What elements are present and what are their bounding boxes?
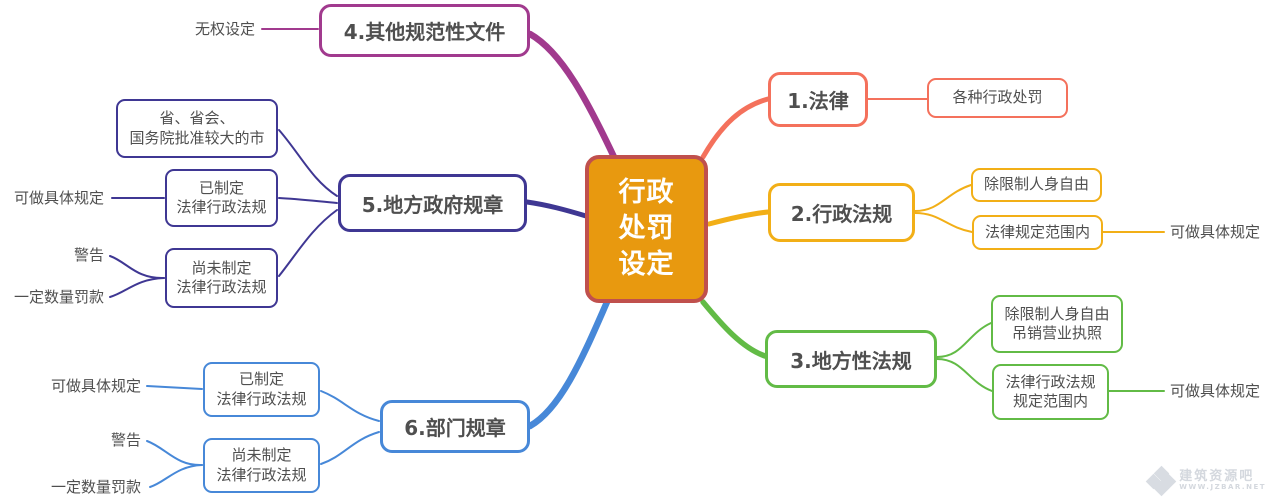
node-label-line: 法律行政法规	[176, 198, 267, 216]
connector-dept-rules-child1	[320, 390, 380, 422]
node-law: 1.法律	[768, 72, 868, 127]
connector-admin-reg-child2	[914, 212, 973, 233]
node-label: 3.地方性法规	[790, 348, 912, 373]
node-local-gov-child-enacted: 已制定 法律行政法规	[165, 169, 278, 227]
label-dept-warning: 警告	[110, 431, 141, 449]
branch-line-local-gov-rules	[524, 199, 589, 219]
watermark-site-name: 建筑资源吧	[1179, 469, 1255, 484]
node-local-reg-child-scope: 法律行政法规 规定范围内	[992, 364, 1109, 420]
node-label-line: 尚未制定	[191, 258, 252, 277]
node-label: 5.地方政府规章	[361, 192, 504, 217]
connector-dept-rules-child2	[320, 431, 380, 465]
node-label-line: 除限制人身自由	[1004, 304, 1110, 323]
node-admin-reg-child-freedom: 除限制人身自由	[971, 168, 1102, 202]
node-label-line: 法律行政法规	[176, 278, 267, 296]
connector-local-reg-child1	[936, 322, 992, 358]
node-label-line: 法律行政法规	[216, 389, 307, 408]
center-topic-node: 行政 处罚 设定	[585, 155, 708, 303]
node-label: 各种行政处罚	[952, 88, 1043, 107]
connector-dept-rules-child1-note	[146, 385, 203, 390]
connector-local-gov-child3-note2	[109, 277, 165, 298]
node-label-line: 法律行政法规	[216, 465, 307, 484]
node-dept-child-enacted: 已制定 法律行政法规	[203, 362, 320, 417]
node-local-reg-child-freedom-license: 除限制人身自由 吊销营业执照	[991, 295, 1123, 353]
node-local-gov-child-cities: 省、省会、 国务院批准较大的市	[116, 99, 278, 158]
branch-line-admin-regulation	[706, 209, 771, 227]
label-dept-fine: 一定数量罚款	[50, 478, 141, 496]
node-label-line: 吊销营业执照	[1011, 324, 1102, 342]
connector-local-reg-child2	[936, 358, 993, 392]
connector-local-gov-child2	[278, 197, 338, 204]
connector-local-gov-child3	[278, 209, 338, 277]
node-local-gov-child-not-enacted: 尚未制定 法律行政法规	[165, 248, 278, 308]
connector-dept-rules-child2-note2	[149, 464, 203, 488]
node-label: 4.其他规范性文件	[343, 20, 506, 44]
node-admin-reg-child-scope: 法律规定范围内	[972, 215, 1103, 250]
label-local-gov-specific: 可做具体规定	[13, 189, 104, 207]
node-admin-regulation: 2.行政法规	[768, 183, 915, 242]
label-local-gov-warning: 警告	[73, 246, 104, 264]
label-local-reg-note: 可做具体规定	[1170, 382, 1261, 400]
node-label-line: 已制定	[198, 178, 244, 197]
node-law-child-various-penalties: 各种行政处罚	[927, 78, 1068, 118]
branch-line-law	[700, 96, 771, 160]
node-label-line: 规定范围内	[1012, 392, 1088, 410]
label-other-doc-note: 无权设定	[194, 20, 255, 38]
node-law-label: 1.法律	[787, 89, 849, 113]
connector-local-gov-child1	[278, 129, 338, 197]
node-local-gov-rules: 5.地方政府规章	[338, 174, 527, 232]
node-label: 法律规定范围内	[984, 222, 1090, 241]
label-admin-reg-note: 可做具体规定	[1170, 223, 1261, 241]
center-topic-line: 设定	[618, 248, 675, 280]
watermark-site-url: WWW.JZBAR.NET	[1179, 483, 1266, 492]
site-watermark: 建筑资源吧 WWW.JZBAR.NET	[1145, 465, 1266, 497]
watermark-diamond-logo-icon	[1145, 465, 1177, 497]
label-dept-specific: 可做具体规定	[50, 377, 141, 395]
node-label-line: 省、省会、	[159, 109, 235, 127]
node-label-line: 国务院批准较大的市	[129, 128, 265, 147]
connector-dept-rules-child2-note1	[146, 440, 203, 467]
watermark-text: 建筑资源吧 WWW.JZBAR.NET	[1179, 469, 1266, 492]
node-dept-child-not-enacted: 尚未制定 法律行政法规	[203, 438, 320, 493]
node-label: 6.部门规章	[404, 416, 506, 440]
node-label: 2.行政法规	[790, 202, 893, 226]
branch-line-other-documents	[526, 30, 618, 161]
node-other-documents: 4.其他规范性文件	[319, 4, 530, 57]
connector-local-gov-child3-note1	[109, 255, 165, 280]
center-topic-line: 处罚	[618, 213, 675, 245]
node-label-line: 已制定	[238, 370, 284, 388]
label-local-gov-fine: 一定数量罚款	[13, 288, 104, 306]
center-topic-line: 行政	[618, 177, 675, 209]
node-local-regulation: 3.地方性法规	[765, 330, 937, 388]
node-label-line: 尚未制定	[231, 446, 292, 464]
node-label: 除限制人身自由	[983, 175, 1089, 194]
connector-admin-reg-child1	[914, 184, 972, 212]
branch-line-local-regulation	[700, 299, 768, 359]
branch-line-department-rules	[526, 298, 611, 430]
node-label-line: 法律行政法规	[1005, 372, 1096, 391]
node-department-rules: 6.部门规章	[380, 400, 530, 453]
